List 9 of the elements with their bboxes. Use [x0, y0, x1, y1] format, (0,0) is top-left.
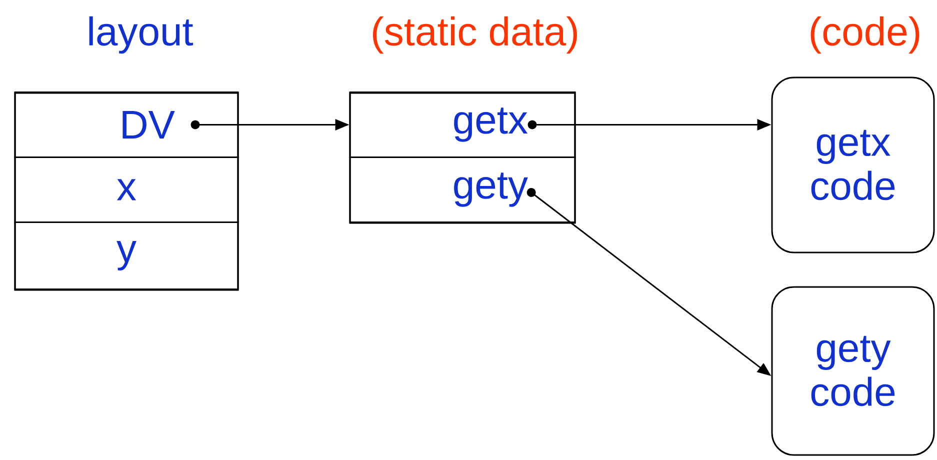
table-cell: y	[14, 222, 239, 290]
node-label: layout	[89, 16, 194, 54]
table-cell: DV	[14, 92, 239, 158]
code-box: gety code	[771, 286, 935, 456]
code-box: getx code	[771, 76, 935, 254]
node-label: (static data)	[373, 16, 577, 54]
table-cell: getx	[349, 92, 576, 158]
table-cell: x	[14, 156, 239, 223]
table-cell: gety	[349, 156, 576, 223]
